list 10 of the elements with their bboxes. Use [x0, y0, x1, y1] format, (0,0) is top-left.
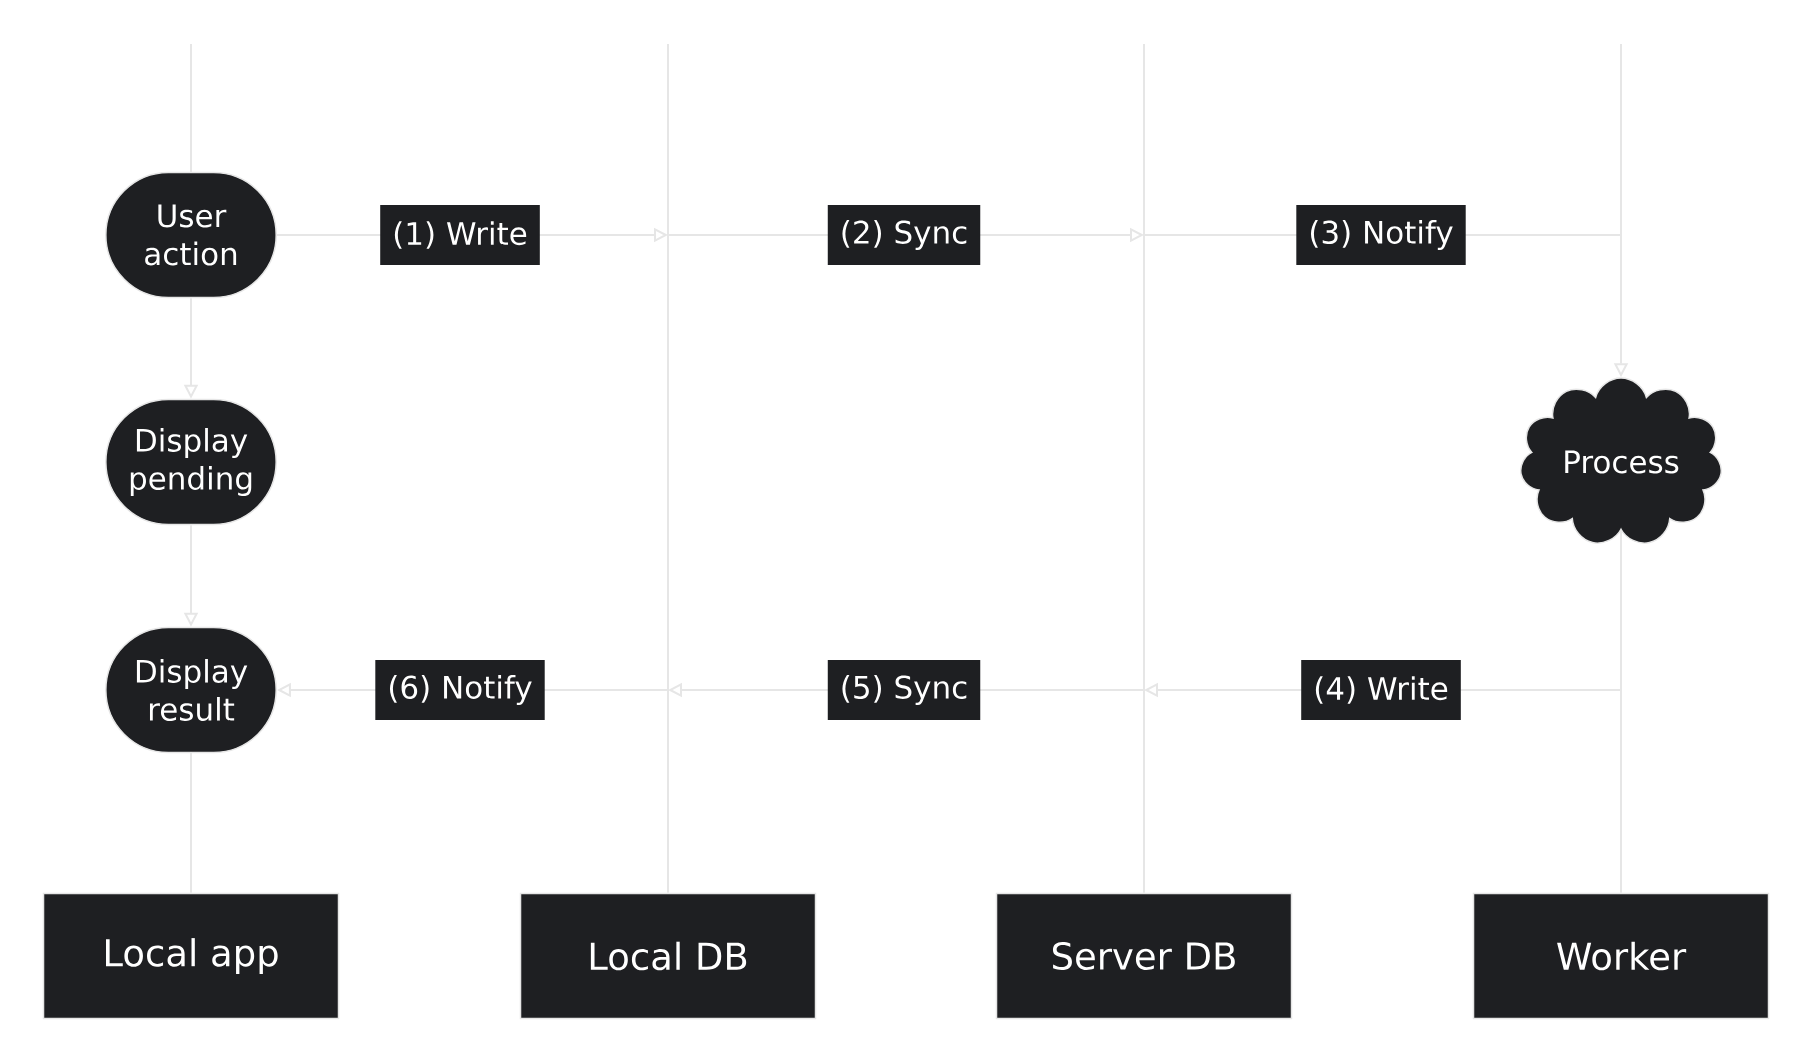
- edge-label: (3) Notify: [1296, 205, 1466, 265]
- edge-label: (1) Write: [380, 205, 540, 265]
- lane-with-lifeline: Server DB: [995, 43, 1293, 1020]
- edge-label: (5) Sync: [827, 660, 981, 720]
- lane-with-lifeline: Local app: [42, 752, 340, 1020]
- lane-with-lifeline: Worker: [1472, 688, 1770, 1020]
- edge-label: (6) Notify: [375, 660, 545, 720]
- edge-label: (4) Write: [1301, 660, 1461, 720]
- process-cloud: Process: [1520, 377, 1722, 544]
- edge-label: (2) Sync: [827, 205, 981, 265]
